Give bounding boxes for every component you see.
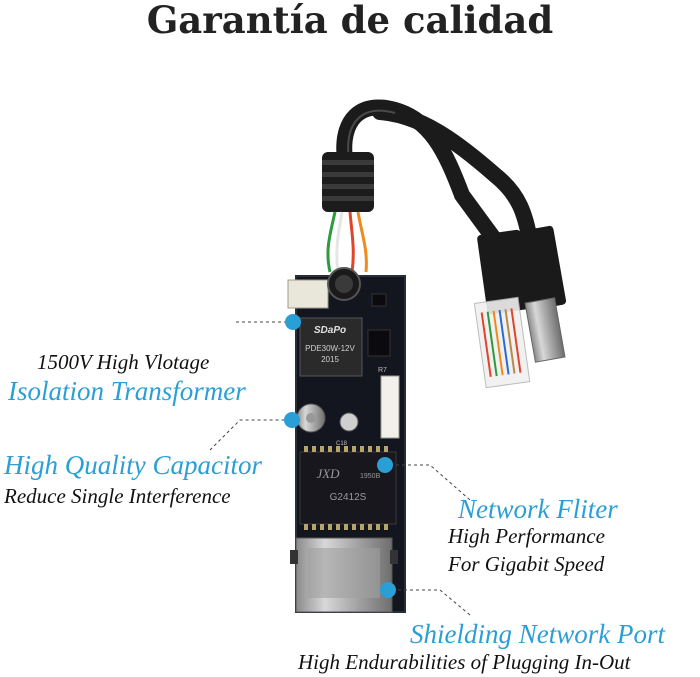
split-cable	[336, 99, 538, 248]
dot-port	[380, 582, 396, 598]
rj45-plug	[473, 229, 531, 389]
callout-leaders	[209, 321, 471, 616]
transformer-line1: 1500V High Vlotage	[37, 350, 210, 374]
filter-line2: High Performance	[448, 524, 605, 548]
transformer-model: PDE30W-12V	[305, 344, 355, 353]
filter-model: G2412S	[330, 492, 367, 503]
pcb-board: SDaPo PDE30W-12V 2015 R7 C18 JXD 1950B G…	[287, 267, 406, 613]
dot-capacitor	[284, 412, 300, 428]
callout-dots	[284, 314, 396, 598]
transformer-brand: SDaPo	[314, 325, 346, 336]
transformer-date: 2015	[321, 355, 339, 364]
rj45-jack	[290, 537, 398, 613]
cable-boot	[322, 152, 374, 212]
capacitor-line1: High Quality Capacitor	[4, 450, 262, 480]
filter-batch: 1950B	[360, 473, 381, 480]
page-title: Garantía de calidad	[146, 0, 554, 42]
resistor-label: R7	[378, 367, 387, 374]
capacitor-line2: Reduce Single Interference	[4, 484, 231, 508]
dc-barrel-plug	[515, 225, 567, 363]
dot-filter	[377, 457, 393, 473]
port-line2: High Endurabilities of Plugging In-Out	[298, 650, 631, 674]
filter-brand: JXD	[316, 466, 340, 481]
transformer-line2: Isolation Transformer	[8, 376, 246, 406]
port-line1: Shielding Network Port	[410, 619, 665, 649]
filter-line3: For Gigabit Speed	[448, 552, 605, 576]
dot-transformer	[285, 314, 301, 330]
network-filter-chip: JXD 1950B G2412S	[299, 446, 397, 530]
colored-wires	[326, 211, 368, 273]
capacitor-label: C18	[336, 441, 348, 447]
filter-line1: Network Fliter	[458, 494, 618, 524]
